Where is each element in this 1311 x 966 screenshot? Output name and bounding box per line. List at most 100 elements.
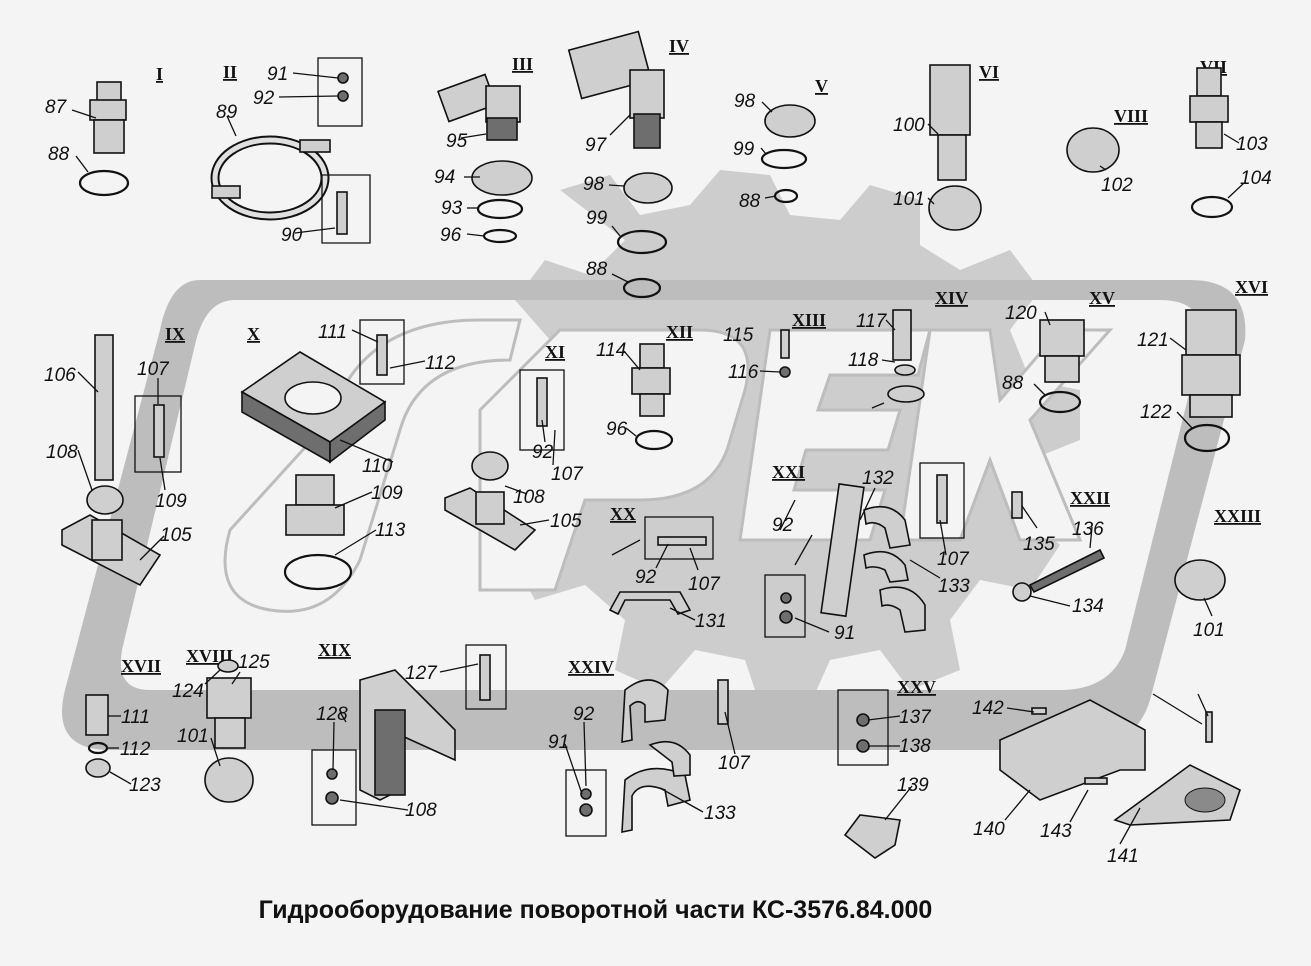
part-number: 107 <box>137 359 170 380</box>
nut-icon <box>1174 559 1226 601</box>
part-number: 134 <box>1072 596 1104 617</box>
adapter-fitting-icon <box>929 64 971 181</box>
leader-lines <box>71 72 1245 845</box>
part-number: 108 <box>513 487 545 508</box>
part-number: 131 <box>695 611 727 632</box>
sealing-ring-icon <box>760 148 808 170</box>
clamp-icon <box>608 591 692 616</box>
group-label: II <box>223 62 237 82</box>
group-label: XXIII <box>1214 506 1261 526</box>
part-number: 99 <box>733 139 755 160</box>
bolt-icon <box>479 654 491 701</box>
nut-icon <box>471 160 533 196</box>
clamp-icon <box>621 679 669 743</box>
bolt-set-frame <box>321 174 371 244</box>
part-number: 88 <box>48 144 70 165</box>
part-number: 115 <box>723 325 754 346</box>
bolt-icon <box>657 536 707 546</box>
nut-icon <box>86 485 124 515</box>
part-number: 88 <box>739 191 761 212</box>
part-number: 104 <box>1240 168 1272 189</box>
part-number: 138 <box>899 736 931 757</box>
part-number: 106 <box>44 365 76 386</box>
nut-icon <box>623 172 673 204</box>
part-number: 127 <box>405 663 438 684</box>
part-number: 112 <box>120 739 151 760</box>
group-label: XIV <box>935 288 968 308</box>
group-label: V <box>815 76 828 96</box>
bolt-set-frame <box>359 319 405 385</box>
union-fitting-icon <box>285 474 345 536</box>
nut-icon <box>1012 582 1032 602</box>
group-label: XXII <box>1070 488 1110 508</box>
group-label: XVII <box>121 656 161 676</box>
part-number: 123 <box>129 775 161 796</box>
strip-icon <box>820 483 865 618</box>
part-number: 122 <box>1140 402 1172 423</box>
part-number: 114 <box>596 340 626 361</box>
group-label: XII <box>666 322 693 342</box>
nut-icon <box>475 491 505 525</box>
part-number: 101 <box>177 726 209 747</box>
sealing-ring-icon <box>616 229 668 255</box>
part-number: 92 <box>772 515 794 536</box>
part-number: 107 <box>937 549 970 570</box>
washer-icon <box>894 364 916 376</box>
nut-icon <box>779 610 793 624</box>
bolt-icon <box>936 474 948 524</box>
part-number: 100 <box>893 115 925 136</box>
washer-icon <box>217 659 239 673</box>
watermark <box>62 170 1246 750</box>
washer-icon <box>326 768 338 780</box>
o-ring-icon <box>482 228 518 244</box>
part-number: 132 <box>862 468 894 489</box>
part-number: 133 <box>704 803 736 824</box>
part-number: 111 <box>121 707 150 728</box>
group-label: I <box>156 64 163 84</box>
group-label: IV <box>669 36 689 56</box>
part-number: 88 <box>586 259 608 280</box>
part-number: 90 <box>281 225 303 246</box>
bolt-icon <box>336 191 348 235</box>
flange-icon <box>329 400 386 464</box>
nut-icon <box>204 757 254 803</box>
part-number: 101 <box>1193 620 1225 641</box>
bolt-set-frame <box>519 369 565 451</box>
adapter-fitting-icon <box>206 677 252 749</box>
nut-icon <box>471 451 509 481</box>
part-number: 92 <box>573 704 595 725</box>
coupling-icon <box>1181 309 1241 418</box>
clamp-icon <box>863 505 911 549</box>
group-label: XVI <box>1235 277 1268 297</box>
group-label: VI <box>979 62 999 82</box>
part-number: 116 <box>728 362 759 383</box>
clamp-icon <box>648 740 691 777</box>
bolt-icon <box>376 334 388 376</box>
o-ring-icon <box>1183 423 1231 453</box>
part-number: 107 <box>718 753 751 774</box>
connector-fitting-icon <box>1189 67 1229 149</box>
part-number: 92 <box>635 567 657 588</box>
bolt-icon <box>1011 491 1023 519</box>
o-ring-icon <box>1038 390 1082 414</box>
washer-icon <box>887 385 925 403</box>
bolt-icon <box>1084 777 1108 785</box>
sealing-ring-icon <box>1190 195 1234 219</box>
bracket-icon <box>999 699 1146 801</box>
part-number: 110 <box>362 456 393 477</box>
washer-icon <box>337 72 349 84</box>
nut-icon <box>337 90 349 102</box>
nut-icon <box>928 185 982 231</box>
group-label: XX <box>610 504 636 524</box>
part-number: 96 <box>440 225 462 246</box>
nut-icon <box>325 791 339 805</box>
bolt-icon <box>717 679 729 725</box>
part-number: 141 <box>1107 846 1139 867</box>
bolt-icon <box>1031 707 1047 715</box>
hose-clamp-icon <box>210 135 331 221</box>
washer-icon <box>87 741 109 755</box>
sealing-ring-icon <box>476 198 524 220</box>
part-number: 105 <box>160 525 192 546</box>
part-number: 103 <box>1236 134 1268 155</box>
